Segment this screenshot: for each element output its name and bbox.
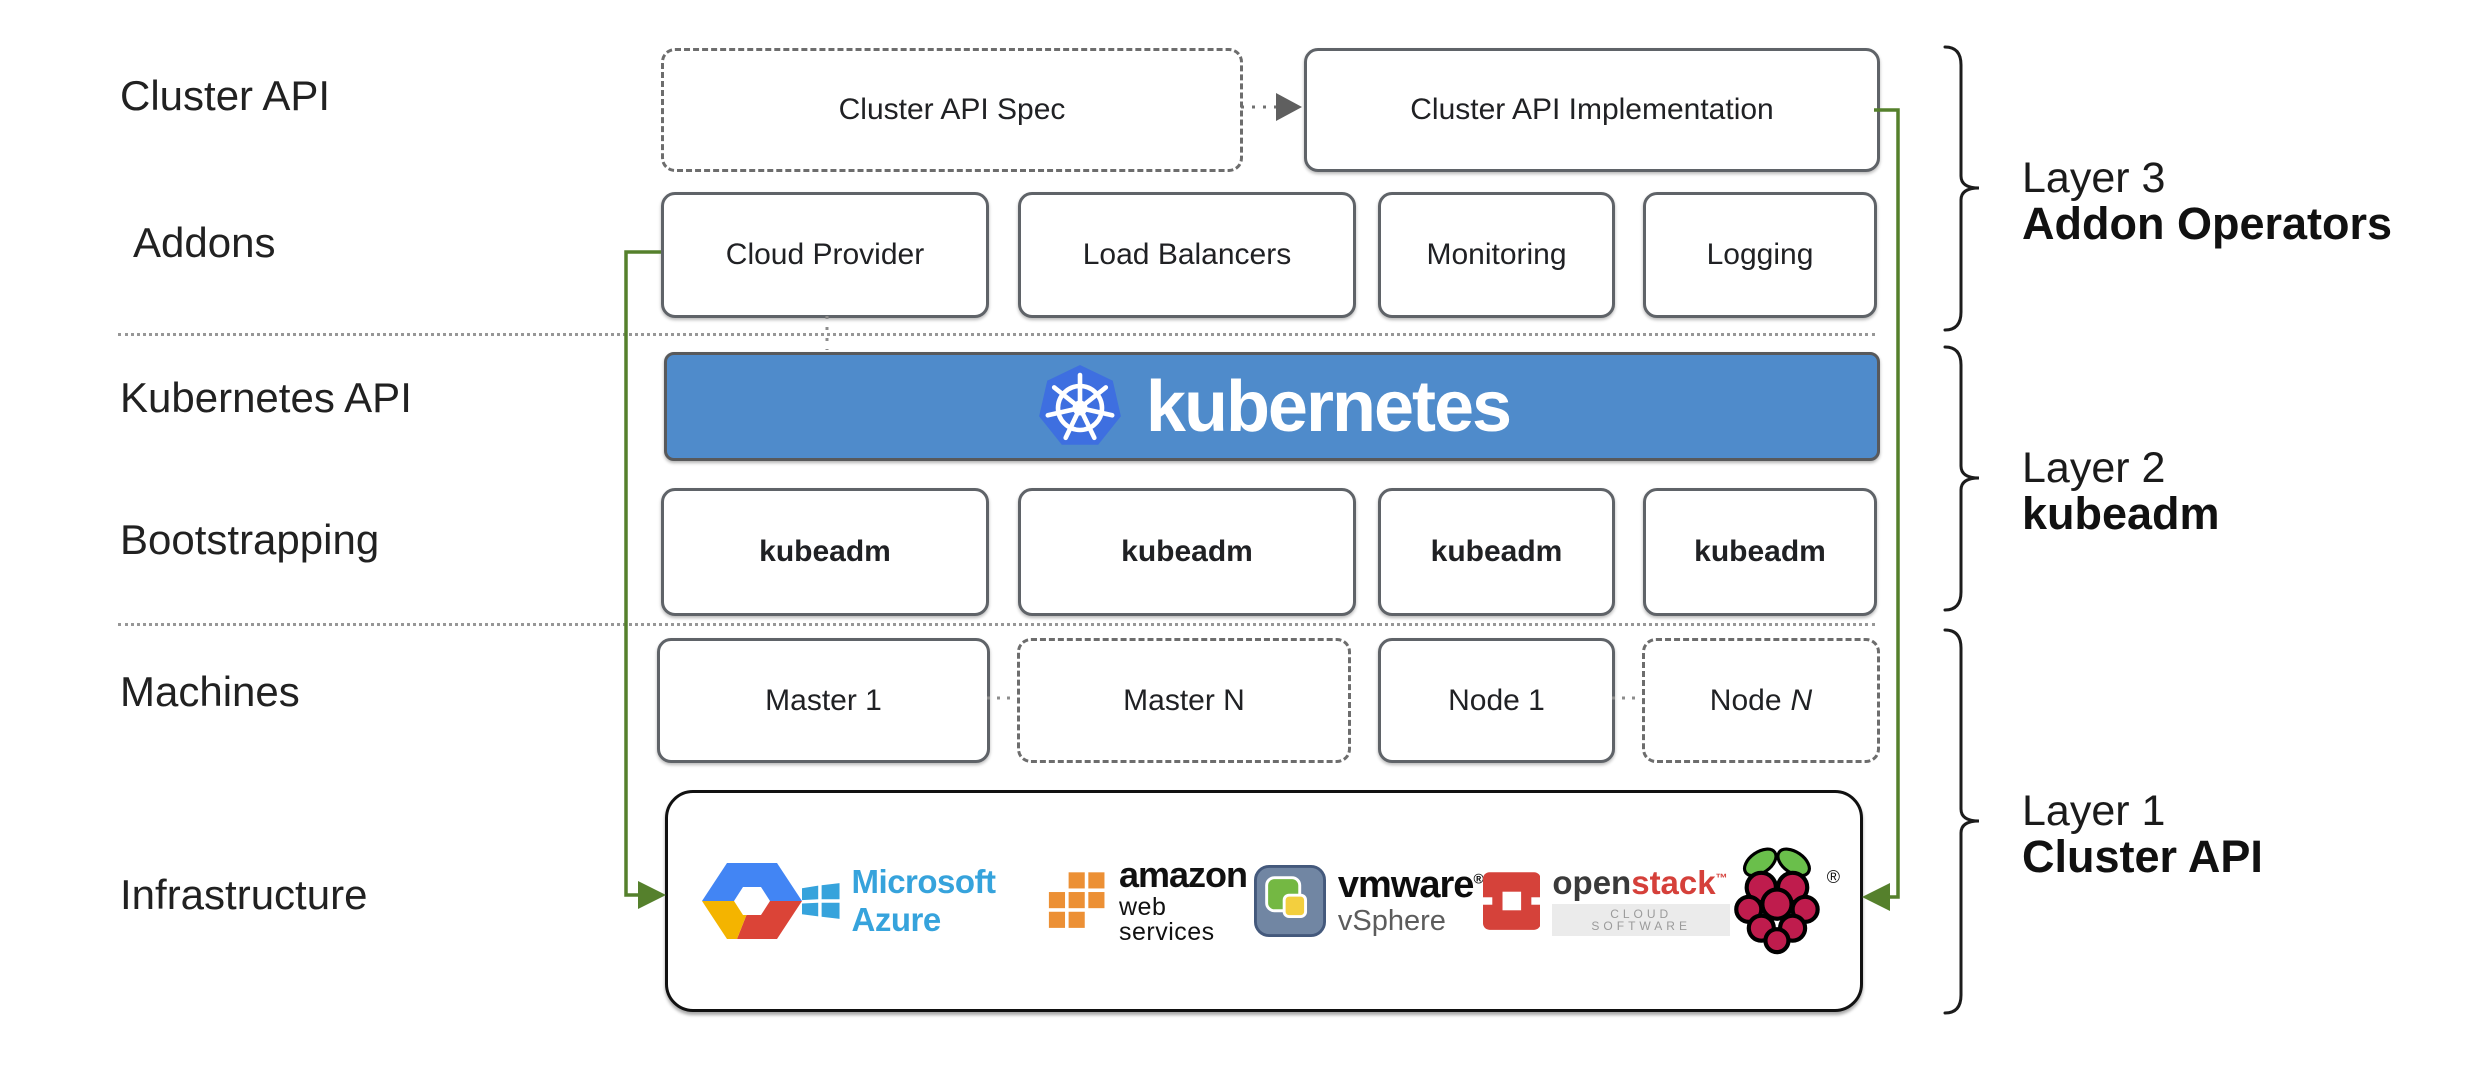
node-n-label-prefix: Node — [1709, 683, 1782, 717]
raspberry-registered-mark: ® — [1826, 867, 1840, 887]
node-1-label: Node 1 — [1448, 683, 1545, 717]
openstack-icon — [1482, 872, 1541, 930]
monitoring-label: Monitoring — [1426, 238, 1567, 271]
layer-3-line2: Addon Operators — [2022, 198, 2393, 249]
machine-box-master-n: Master N — [1017, 638, 1351, 763]
machine-box-master-1: Master 1 — [657, 638, 990, 763]
row-label-addons: Addons — [133, 219, 276, 266]
cluster-api-spec-label: Cluster API Spec — [838, 93, 1066, 126]
kubernetes-helm-icon — [1039, 364, 1121, 445]
addon-box-monitoring: Monitoring — [1378, 192, 1615, 318]
aws-logo: amazon web services — [1047, 854, 1254, 946]
infra-right-arrowhead — [1862, 883, 1890, 911]
raspberry-pi-icon — [1734, 847, 1820, 955]
master-n-label: Master N — [1123, 683, 1245, 717]
vmware-vsphere-logo: vmware® vSphere — [1253, 864, 1484, 937]
logging-label: Logging — [1706, 238, 1814, 271]
aws-cubes-icon — [1047, 870, 1107, 930]
openstack-tm-mark: ™ — [1715, 871, 1728, 885]
raspberry-pi-logo: ® — [1730, 845, 1840, 957]
openstack-sub-label: CLOUD SOFTWARE — [1552, 904, 1730, 936]
infrastructure-box: Microsoft Azure amazon web services — [665, 790, 1863, 1012]
kubeadm-box-4: kubeadm — [1643, 488, 1877, 616]
aws-sub-label: web services — [1119, 893, 1215, 946]
cloud-provider-to-infra-connector — [624, 250, 661, 897]
node-n-label-n: N — [1790, 683, 1813, 717]
layer-1-line2: Cluster API — [2022, 831, 2263, 882]
kubernetes-wordmark: kubernetes — [1145, 366, 1512, 447]
kubeadm-label: kubeadm — [759, 535, 891, 568]
layer3-bracket — [1943, 45, 1980, 332]
layer-2-line1: Layer 2 — [2022, 444, 2166, 492]
layer-2-line2: kubeadm — [2022, 488, 2220, 539]
layer-3-line1: Layer 3 — [2022, 154, 2166, 202]
load-balancers-label: Load Balancers — [1082, 238, 1292, 271]
kubeadm-label: kubeadm — [1430, 535, 1563, 568]
addon-box-logging: Logging — [1643, 192, 1877, 318]
addon-box-load-balancers: Load Balancers — [1018, 192, 1356, 318]
vsphere-icon — [1253, 865, 1326, 937]
section-divider-top — [118, 333, 1875, 336]
aws-label: amazon — [1119, 854, 1248, 895]
cluster-api-spec-box: Cluster API Spec — [661, 48, 1243, 172]
openstack-logo: openstack™ CLOUD SOFTWARE — [1482, 864, 1730, 936]
infra-left-arrowhead — [638, 881, 666, 909]
layer1-bracket — [1943, 628, 1980, 1015]
cloud-provider-label: Cloud Provider — [725, 238, 925, 271]
microsoft-azure-logo: Microsoft Azure — [802, 863, 1048, 939]
row-label-bootstrapping: Bootstrapping — [120, 516, 380, 563]
google-cloud-logo — [702, 855, 802, 947]
row-label-kubernetes-api: Kubernetes API — [120, 374, 412, 421]
kubeadm-box-1: kubeadm — [661, 488, 989, 616]
machine-box-node-1: Node 1 — [1378, 638, 1615, 763]
layer-1-line1: Layer 1 — [2022, 787, 2166, 835]
kubeadm-label: kubeadm — [1121, 535, 1253, 568]
row-label-machines: Machines — [120, 668, 300, 715]
kubernetes-banner: kubernetes — [664, 352, 1880, 461]
vsphere-label: vSphere — [1337, 905, 1446, 937]
impl-to-infra-connector — [1874, 108, 1900, 899]
machine-box-node-n: Node N — [1642, 638, 1880, 763]
azure-label: Microsoft Azure — [851, 863, 997, 938]
google-cloud-hexagon-icon — [702, 863, 802, 939]
section-divider-bottom — [118, 623, 1875, 626]
kubeadm-box-2: kubeadm — [1018, 488, 1356, 616]
row-label-cluster-api: Cluster API — [120, 72, 331, 119]
layer-3-label: Layer 3 Addon Operators — [2022, 155, 2392, 247]
openstack-label: openstack™ — [1552, 864, 1728, 901]
cluster-api-implementation-box: Cluster API Implementation — [1304, 48, 1880, 172]
layer-1-label: Layer 1 Cluster API — [2022, 788, 2263, 880]
vmware-label: vmware® — [1337, 864, 1484, 906]
master-1-label: Master 1 — [765, 683, 882, 717]
kubeadm-box-3: kubeadm — [1378, 488, 1615, 616]
vmware-registered-mark: ® — [1473, 870, 1483, 887]
addon-box-cloud-provider: Cloud Provider — [661, 192, 989, 318]
layer2-bracket — [1943, 345, 1980, 612]
kubeadm-label: kubeadm — [1694, 535, 1826, 568]
azure-window-flag-icon — [802, 883, 840, 919]
cluster-api-implementation-label: Cluster API Implementation — [1410, 93, 1774, 126]
spec-to-impl-arrowhead — [1276, 93, 1302, 121]
layer-2-label: Layer 2 kubeadm — [2022, 445, 2220, 537]
row-label-infrastructure: Infrastructure — [120, 871, 368, 918]
